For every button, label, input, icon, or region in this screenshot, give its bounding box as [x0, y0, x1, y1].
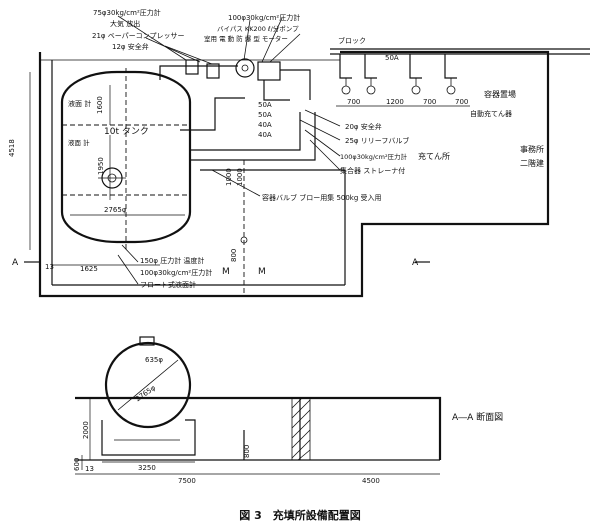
leader-8 [304, 129, 341, 157]
label-piping-21: 21φ ベーパーコンプレッサー [92, 32, 184, 40]
pump-symbol [235, 58, 255, 78]
leader-11 [121, 244, 139, 263]
sec-635-text: 635φ [145, 356, 163, 364]
sec-3250-text: 3250 [138, 464, 156, 472]
dim-1600-text: 1600 [96, 96, 104, 114]
label-level-gauge-mid: 液面 計 [68, 138, 90, 147]
leader-5 [269, 33, 301, 63]
label-pressure-150: 100φ30kg/cm²圧力計 [140, 268, 212, 277]
dim-700b: 700 [423, 98, 436, 106]
leader-7 [299, 119, 341, 141]
label-40a-2: 40A [258, 131, 272, 139]
sec-4500-text: 4500 [362, 477, 380, 485]
tank-pipe-2 [180, 97, 245, 131]
motor-box [257, 61, 281, 81]
tank-diag [117, 359, 179, 411]
label-100-gauge-b: 100φ30kg/cm²圧力計 [340, 152, 408, 161]
filling-stations [339, 54, 457, 95]
dim-13-text: 13 [45, 263, 54, 271]
pump-inner [241, 64, 249, 72]
tank-outlet-pipe [159, 65, 238, 80]
label-strainer: 集合器 ストレーナ付 [340, 166, 405, 175]
label-thermometer: 150φ 圧力計 温度計 [140, 256, 204, 265]
figure-caption: 図 3 充填所設備配置図 [239, 508, 360, 522]
leader-6 [304, 109, 341, 127]
m-right: M [258, 267, 266, 277]
label-75-gauge: 75φ30kg/cm²圧力計 [93, 8, 161, 17]
label-50a-2: 50A [258, 111, 272, 119]
leader-3 [164, 45, 213, 65]
leader-12 [117, 254, 139, 285]
sec-800-text: 800 [243, 445, 251, 458]
building-outline [38, 50, 550, 298]
section-title: A―A 断面図 [452, 411, 503, 423]
label-safety-valve-12: 12φ 安全弁 [112, 42, 149, 51]
sec-13-text: 13 [85, 465, 94, 473]
label-float-gauge: フロート式液面計 [140, 280, 196, 289]
label-50a-top: 50A [385, 54, 399, 62]
label-safety-valve-20: 20φ 安全弁 [345, 122, 382, 131]
label-bypass: バイパス KK200 ℓ/分ポンプ [217, 24, 299, 33]
safety-valve-box [185, 59, 199, 75]
label-block: ブロック [338, 36, 366, 45]
leader-9 [309, 139, 341, 171]
tank-foundation [101, 419, 196, 456]
plan-view: 75φ30kg/cm²圧力計 大気 放出 21φ ベーパーコンプレッサー 12φ… [8, 8, 590, 298]
leader-1 [117, 15, 187, 61]
dim-700c: 700 [455, 98, 468, 106]
pump-line-2 [280, 69, 311, 100]
sec-7500-text: 7500 [178, 477, 196, 485]
label-100-gauge: 100φ30kg/cm²圧力計 [228, 13, 300, 22]
m-left: M [222, 267, 230, 277]
label-filling-stand: 容器置場 [484, 89, 516, 99]
valve-symbol [240, 236, 248, 244]
tank-manhole-section [139, 336, 155, 346]
tank-pipe-4 [190, 112, 316, 161]
label-50a-1: 50A [258, 101, 272, 109]
pump-discharge [263, 80, 290, 101]
label-office-floor: 二階建 [520, 158, 544, 168]
compressor-box [206, 63, 220, 79]
label-level-gauge-top: 液面 計 [68, 99, 91, 108]
dim-4518-text: 4518 [8, 139, 16, 157]
leader-10 [211, 169, 261, 197]
dim-800-text: 800 [230, 249, 238, 262]
sec-2000-text: 2000 [82, 421, 90, 439]
dim-1950-text: 1950 [97, 157, 105, 175]
label-auto-filler: 自動充てん器 [470, 109, 512, 118]
leader-13 [243, 19, 251, 61]
leader-2 [145, 37, 201, 63]
label-container-valve: 容器バルブ ブロー用集 500kg 受入用 [262, 193, 382, 202]
sec-600-text: 600 [73, 458, 81, 471]
section-mark-left: A [12, 258, 19, 268]
section-roof [75, 396, 442, 460]
section-mark-right: A [412, 258, 419, 268]
label-relief-25: 25φ リリーフバルブ [345, 136, 409, 145]
dim-1200: 1200 [386, 98, 404, 106]
hatched-wall [291, 397, 311, 461]
dim-1625-text: 1625 [80, 265, 98, 273]
label-open-air: 大気 放出 [110, 19, 140, 28]
label-office: 事務所 [520, 144, 544, 154]
tank-section-circle [104, 341, 192, 429]
leader-4 [261, 17, 283, 63]
dim-1000b-text: 1000 [236, 168, 244, 186]
label-tank: 10t タンク [104, 126, 149, 137]
label-motor: 室用 電 動 防 爆 型 モーター [204, 34, 288, 43]
dim-1000-text: 1000 [225, 168, 233, 186]
label-40a-1: 40A [258, 121, 272, 129]
dim-700a: 700 [347, 98, 360, 106]
label-filling-house: 充てん所 [418, 151, 450, 161]
tank-pipe-3 [190, 112, 301, 151]
dim-2765-text: 2765φ [104, 206, 127, 214]
section-view: A―A 断面図 635φ 2765φ 2000 600 13 3250 7500… [73, 336, 503, 485]
